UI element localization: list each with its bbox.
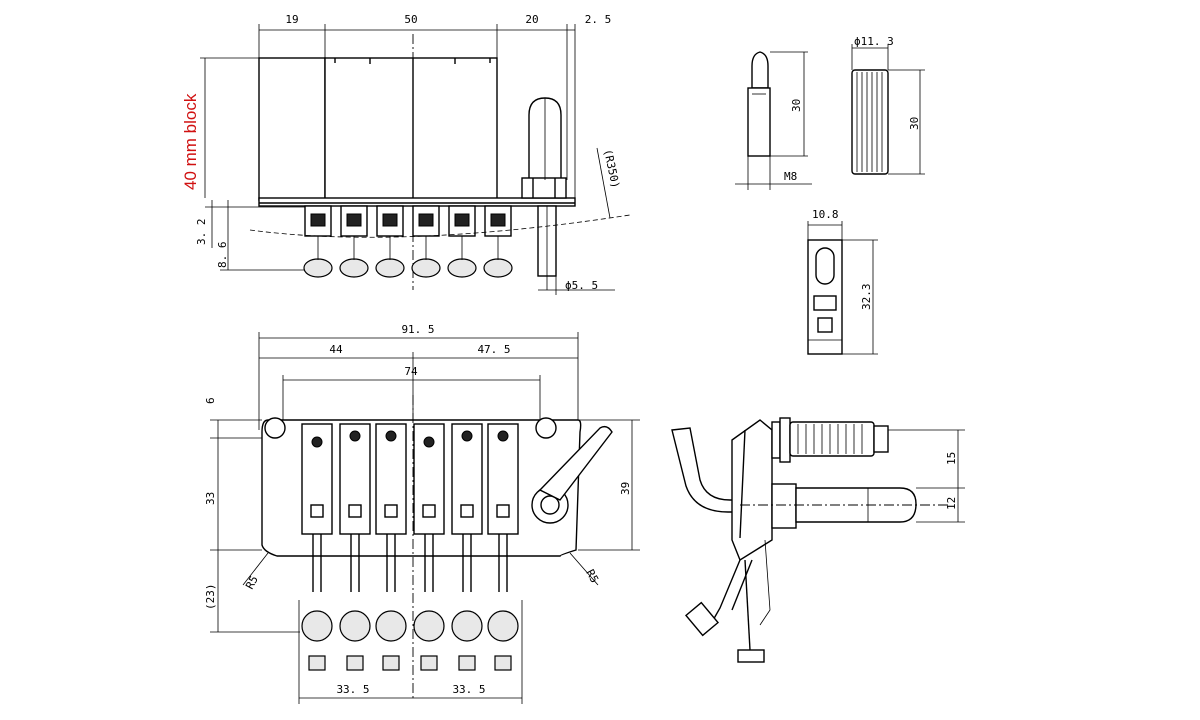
dim-left-6: 6 [204,397,217,404]
dim-3-2: 3. 2 [195,219,208,246]
dim-stud-thread: M8 [784,170,797,183]
side-saddles [304,205,512,237]
lever-view: 15 12 [671,417,965,663]
block-size-label: 40 mm block [181,93,200,190]
dim-sleeve-height: 30 [908,117,921,130]
dim-bottom-right: 33. 5 [452,683,485,696]
top-saddles [301,423,519,535]
dim-50: 50 [404,13,417,26]
top-view: 91. 5 44 47. 5 74 [204,323,640,704]
side-fine-tuners [303,236,513,278]
dim-total-width: 91. 5 [401,323,434,336]
dim-2-5: 2. 5 [585,13,612,26]
side-view: 19 50 20 2. 5 40 mm block [181,13,631,295]
dim-radius-left: R5 [243,574,261,592]
dim-right-39: 39 [619,482,632,495]
dim-left-33: 33 [204,492,217,505]
dim-lever-12: 12 [945,497,958,510]
dim-8-6: 8. 6 [216,242,229,269]
dim-20: 20 [525,13,538,26]
stud-view: 30 M8 [735,51,812,190]
dim-saddle-height: 32.3 [860,284,873,311]
dim-post-diameter: ϕ5. 5 [565,279,598,292]
sleeve-view: ϕ11. 3 30 [851,35,925,175]
dim-inner-width: 74 [404,365,418,378]
dim-19: 19 [285,13,298,26]
dim-left-width: 44 [329,343,343,356]
dim-lever-15: 15 [945,452,958,465]
dim-bottom-left: 33. 5 [336,683,369,696]
dim-radius-right: R5 [583,567,601,585]
saddle-view: 10.8 32.3 [807,208,878,355]
dim-right-width: 47. 5 [477,343,510,356]
dim-saddle-width: 10.8 [812,208,839,221]
dim-stud-height: 30 [790,99,803,112]
top-fine-tuners [301,610,519,671]
dim-sleeve-diameter: ϕ11. 3 [854,35,894,48]
dim-radius-350: (R350) [601,148,622,190]
dim-left-23: (23) [204,584,217,611]
